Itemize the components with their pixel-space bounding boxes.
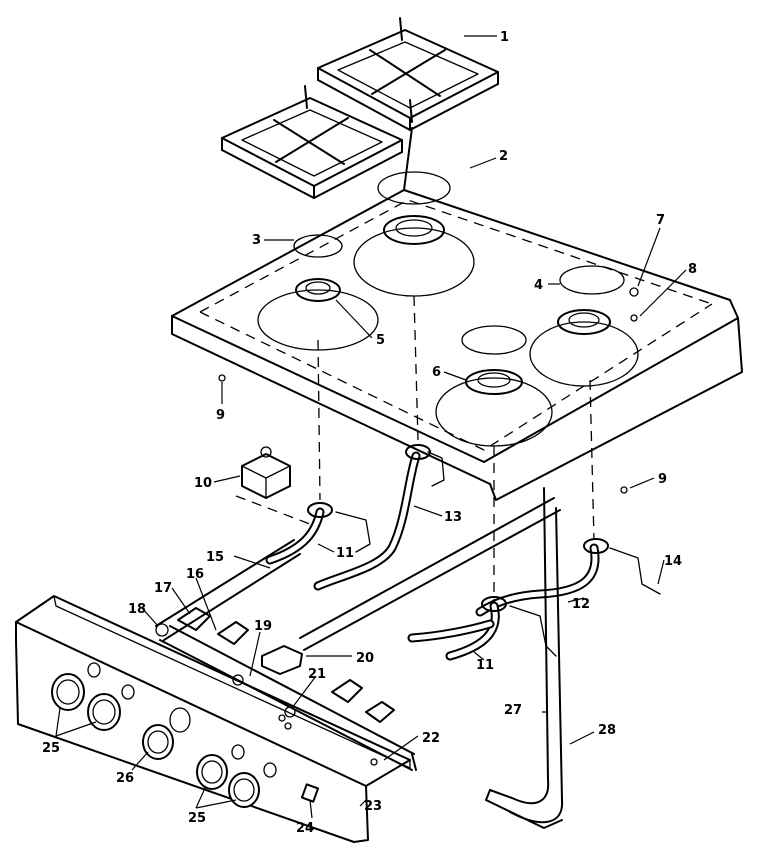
gas-manifold: [155, 539, 417, 771]
burner-caps: [293, 171, 625, 355]
fasteners: [218, 287, 639, 766]
callout-9-right: 9: [658, 472, 667, 487]
callout-11-lower: 11: [476, 658, 494, 673]
callout-23: 23: [364, 799, 382, 814]
gas-supply-lines: [299, 487, 564, 829]
control-knobs: [51, 673, 260, 808]
valve-part: [241, 446, 291, 499]
callout-10: 10: [194, 476, 212, 491]
callout-7: 7: [656, 213, 665, 228]
callout-11-upper: 11: [336, 546, 354, 561]
callout-26: 26: [116, 771, 134, 786]
cooktop: [171, 127, 743, 501]
callout-14: 14: [664, 554, 682, 569]
panel-holes: [87, 662, 277, 778]
callout-25-left: 25: [42, 741, 60, 756]
burner-brackets: [307, 444, 661, 657]
callout-16: 16: [186, 567, 204, 582]
callout-4: 4: [534, 278, 543, 293]
burner-valves: [155, 607, 395, 723]
callout-6: 6: [432, 365, 441, 380]
callout-13: 13: [444, 510, 462, 525]
burner-grate-left: [221, 85, 403, 199]
callout-20: 20: [356, 651, 374, 666]
callout-24: 24: [296, 821, 314, 836]
control-panel: [15, 595, 411, 843]
callout-18: 18: [128, 602, 146, 617]
callout-25-right: 25: [188, 811, 206, 826]
callout-5: 5: [376, 333, 385, 348]
alignment-lines: [235, 295, 595, 600]
callout-21: 21: [308, 667, 326, 682]
callout-22: 22: [422, 731, 440, 746]
callout-1: 1: [500, 30, 509, 45]
callout-28: 28: [598, 723, 616, 738]
leader-lines: [55, 35, 687, 819]
callout-8: 8: [688, 262, 697, 277]
switch-part: [300, 783, 320, 803]
callout-19: 19: [254, 619, 272, 634]
callout-labels: 1 2 3 4 5 6 7 8 9 9 10 11 11 12 13 14 15…: [42, 30, 697, 836]
callout-9-left: 9: [216, 408, 225, 423]
burner-grate-right: [317, 17, 499, 131]
callout-12: 12: [572, 597, 590, 612]
callout-27: 27: [504, 703, 522, 718]
callout-2: 2: [499, 149, 508, 164]
callout-3: 3: [252, 233, 261, 248]
callout-17: 17: [154, 581, 172, 596]
callout-15: 15: [206, 550, 224, 565]
